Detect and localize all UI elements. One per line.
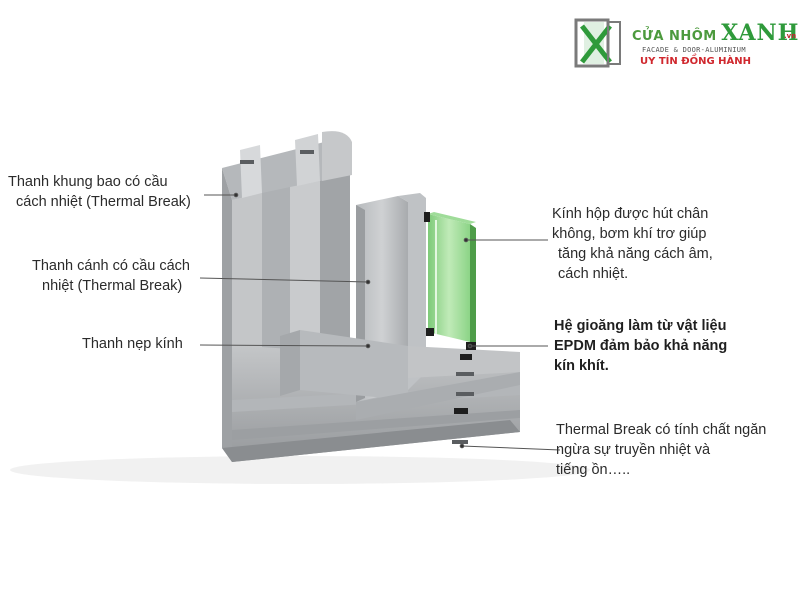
label-frame-line2: cách nhiệt (Thermal Break) bbox=[16, 194, 191, 210]
label-sash-line2: nhiệt (Thermal Break) bbox=[42, 278, 183, 294]
label-gasket-line1: Hệ gioăng làm từ vật liệu bbox=[554, 318, 727, 334]
floor-shadow bbox=[10, 456, 590, 484]
label-frame-line1: Thanh khung bao có cầu bbox=[8, 174, 168, 190]
label-sash-line1: Thanh cánh có cầu cách bbox=[32, 258, 190, 274]
label-glass: Kính hộp được hút chân không, bơm khí tr… bbox=[552, 204, 713, 284]
label-glass-bead: Thanh nẹp kính bbox=[82, 334, 183, 354]
label-sash: Thanh cánh có cầu cách nhiệt (Thermal Br… bbox=[32, 256, 190, 296]
label-glass-line1: Kính hộp được hút chân bbox=[552, 206, 709, 222]
label-thermal-break-line3: tiếng ồn….. bbox=[556, 462, 631, 478]
insulated-glass bbox=[428, 212, 476, 346]
sash-frame bbox=[280, 193, 520, 420]
thermal-break-strips bbox=[240, 150, 474, 444]
label-glass-line4: cách nhiệt. bbox=[558, 266, 629, 282]
label-gasket-line3: kín khít. bbox=[554, 358, 609, 374]
label-gasket-line2: EPDM đảm bảo khả năng bbox=[554, 338, 728, 354]
brand-logo: CỬA NHÔM XANH .vn FACADE & DOOR-ALUMINIU… bbox=[574, 16, 798, 74]
brand-suffix: .vn bbox=[784, 32, 797, 40]
label-glass-bead-line1: Thanh nẹp kính bbox=[82, 336, 183, 352]
brand-slogan: UY TÍN ĐỒNG HÀNH bbox=[640, 56, 752, 67]
brand-name: XANH bbox=[721, 20, 800, 46]
label-frame: Thanh khung bao có cầu cách nhiệt (Therm… bbox=[8, 172, 191, 212]
label-glass-line3: tăng khả năng cách âm, bbox=[558, 246, 713, 262]
brand-logo-icon bbox=[574, 18, 621, 68]
leader-lines bbox=[199, 192, 561, 451]
label-thermal-break-line1: Thermal Break có tính chất ngăn bbox=[556, 422, 767, 438]
brand-prefix: CỬA NHÔM bbox=[632, 29, 717, 44]
brand-name-line: CỬA NHÔM XANH bbox=[632, 20, 799, 46]
label-gasket: Hệ gioăng làm từ vật liệu EPDM đảm bảo k… bbox=[554, 316, 727, 376]
label-glass-line2: không, bơm khí trơ giúp bbox=[552, 226, 707, 242]
brand-tagline: FACADE & DOOR-ALUMINIUM bbox=[642, 46, 746, 54]
label-thermal-break: Thermal Break có tính chất ngăn ngừa sự … bbox=[556, 420, 766, 480]
label-thermal-break-line2: ngừa sự truyền nhiệt và bbox=[556, 442, 711, 458]
